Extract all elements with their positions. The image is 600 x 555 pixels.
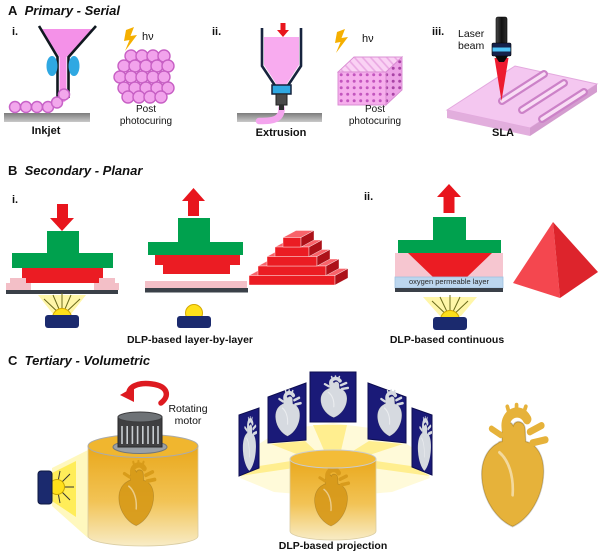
panel-b-i-number: i. <box>12 194 19 206</box>
vat-window <box>145 288 248 293</box>
syringe-resin <box>264 37 299 85</box>
oxygen-permeable-layer-label: oxygen permeable layer <box>408 277 490 286</box>
curing-part <box>408 253 492 277</box>
rotation-arrowhead <box>120 387 134 402</box>
section-a-title: Primary - Serial <box>24 3 121 18</box>
panel-a-iii-number: iii. <box>432 26 445 38</box>
dlp-press-diagram <box>6 204 119 328</box>
syringe-wall-left <box>260 28 278 88</box>
build-plate <box>12 253 113 268</box>
inkjet-caption: Inkjet <box>31 125 61 137</box>
resin-slab-front <box>447 110 530 136</box>
dlp-continuous-caption: DLP-based continuous <box>389 334 505 346</box>
panel-a-i-number: i. <box>12 26 19 38</box>
laser-beam-label: Laser beam <box>458 28 485 53</box>
photon-bolt-icon <box>335 29 348 53</box>
uv-projector <box>177 316 211 328</box>
stepped-pyramid <box>248 230 349 286</box>
build-substrate <box>4 113 90 122</box>
rotating-motor <box>112 411 168 454</box>
cured-layer-2 <box>163 265 230 274</box>
down-arrow-icon <box>50 204 74 231</box>
post-photocuring-caption: Post photocuring <box>348 104 402 127</box>
rod-lattice-cube <box>336 56 404 106</box>
vat-top <box>289 449 377 469</box>
section-c-tertiary-volumetric <box>37 371 546 547</box>
printed-heart-product <box>482 405 546 527</box>
inkjet-nozzle-wall-right <box>67 25 97 98</box>
sphere-cluster <box>113 49 175 104</box>
cured-layer <box>22 268 103 283</box>
sla-caption: SLA <box>492 127 514 139</box>
build-plate-stem <box>433 217 466 240</box>
nozzle-body <box>275 93 288 106</box>
section-b-header: B Secondary - Planar <box>8 163 143 179</box>
piezo-actuator-right <box>68 56 80 76</box>
extruded-filament <box>255 104 285 125</box>
build-plate-stem <box>178 218 210 242</box>
post-photocuring-caption: Post photocuring <box>119 104 173 127</box>
dlp-lift-diagram <box>145 188 248 328</box>
resin-layer <box>145 281 247 288</box>
dlp-layer-by-layer-caption: DLP-based layer-by-layer <box>126 334 254 346</box>
section-c-title: Tertiary - Volumetric <box>24 353 151 368</box>
section-b-title: Secondary - Planar <box>24 163 143 178</box>
side-projector <box>37 470 53 505</box>
section-b-secondary-planar <box>6 184 598 330</box>
projection-beams <box>240 425 430 476</box>
plunger-arrow-icon <box>277 23 289 37</box>
nozzle-tip <box>279 105 284 110</box>
dlp-continuous-diagram <box>394 184 504 330</box>
uv-projector <box>433 317 467 330</box>
section-c-header: C Tertiary - Volumetric <box>8 353 151 369</box>
nozzle-collar <box>271 84 292 95</box>
section-a-letter: A <box>8 3 18 18</box>
syringe-wall-right <box>285 28 303 88</box>
rotating-motor-label: Rotating motor <box>168 403 208 428</box>
panel-b-ii-number: ii. <box>364 191 374 203</box>
laser-beam-ray <box>494 58 509 101</box>
build-plate <box>148 242 243 255</box>
dlp-projection-setup <box>238 371 432 541</box>
dlp-projection-caption: DLP-based projection <box>278 540 388 552</box>
sla-diagram <box>445 16 599 136</box>
vat-window <box>395 288 503 292</box>
build-plate-stem <box>47 231 79 253</box>
rotation-arrow-icon <box>126 380 170 406</box>
extrusion-diagram <box>237 23 322 125</box>
rotating-vat-setup <box>37 380 199 547</box>
up-arrow-icon <box>182 188 205 216</box>
photon-hv-label: hν <box>142 31 154 43</box>
droplet-chain <box>8 88 71 114</box>
photon-hv-label: hν <box>362 33 374 45</box>
photon-bolt-icon <box>124 27 137 51</box>
panel-a-ii-number: ii. <box>212 26 222 38</box>
piezo-actuator-left <box>46 56 58 76</box>
cured-layer-1 <box>155 255 240 265</box>
uv-projector <box>45 315 79 328</box>
smooth-pyramid <box>513 222 598 298</box>
inkjet-nozzle-wall-left <box>37 25 59 98</box>
section-a-header: A Primary - Serial <box>8 3 121 19</box>
section-c-letter: C <box>8 353 18 368</box>
section-a-primary-serial <box>4 16 599 136</box>
inkjet-nozzle-resin <box>41 29 94 102</box>
section-b-letter: B <box>8 163 18 178</box>
laser-pointer <box>491 16 512 62</box>
extrusion-caption: Extrusion <box>255 127 307 139</box>
uncured-resin-steps <box>6 278 119 290</box>
up-arrow-icon <box>437 184 461 213</box>
build-plate <box>398 240 501 253</box>
vat-window <box>6 290 118 294</box>
cured-grooves <box>498 70 588 123</box>
inkjet-diagram <box>4 25 97 122</box>
